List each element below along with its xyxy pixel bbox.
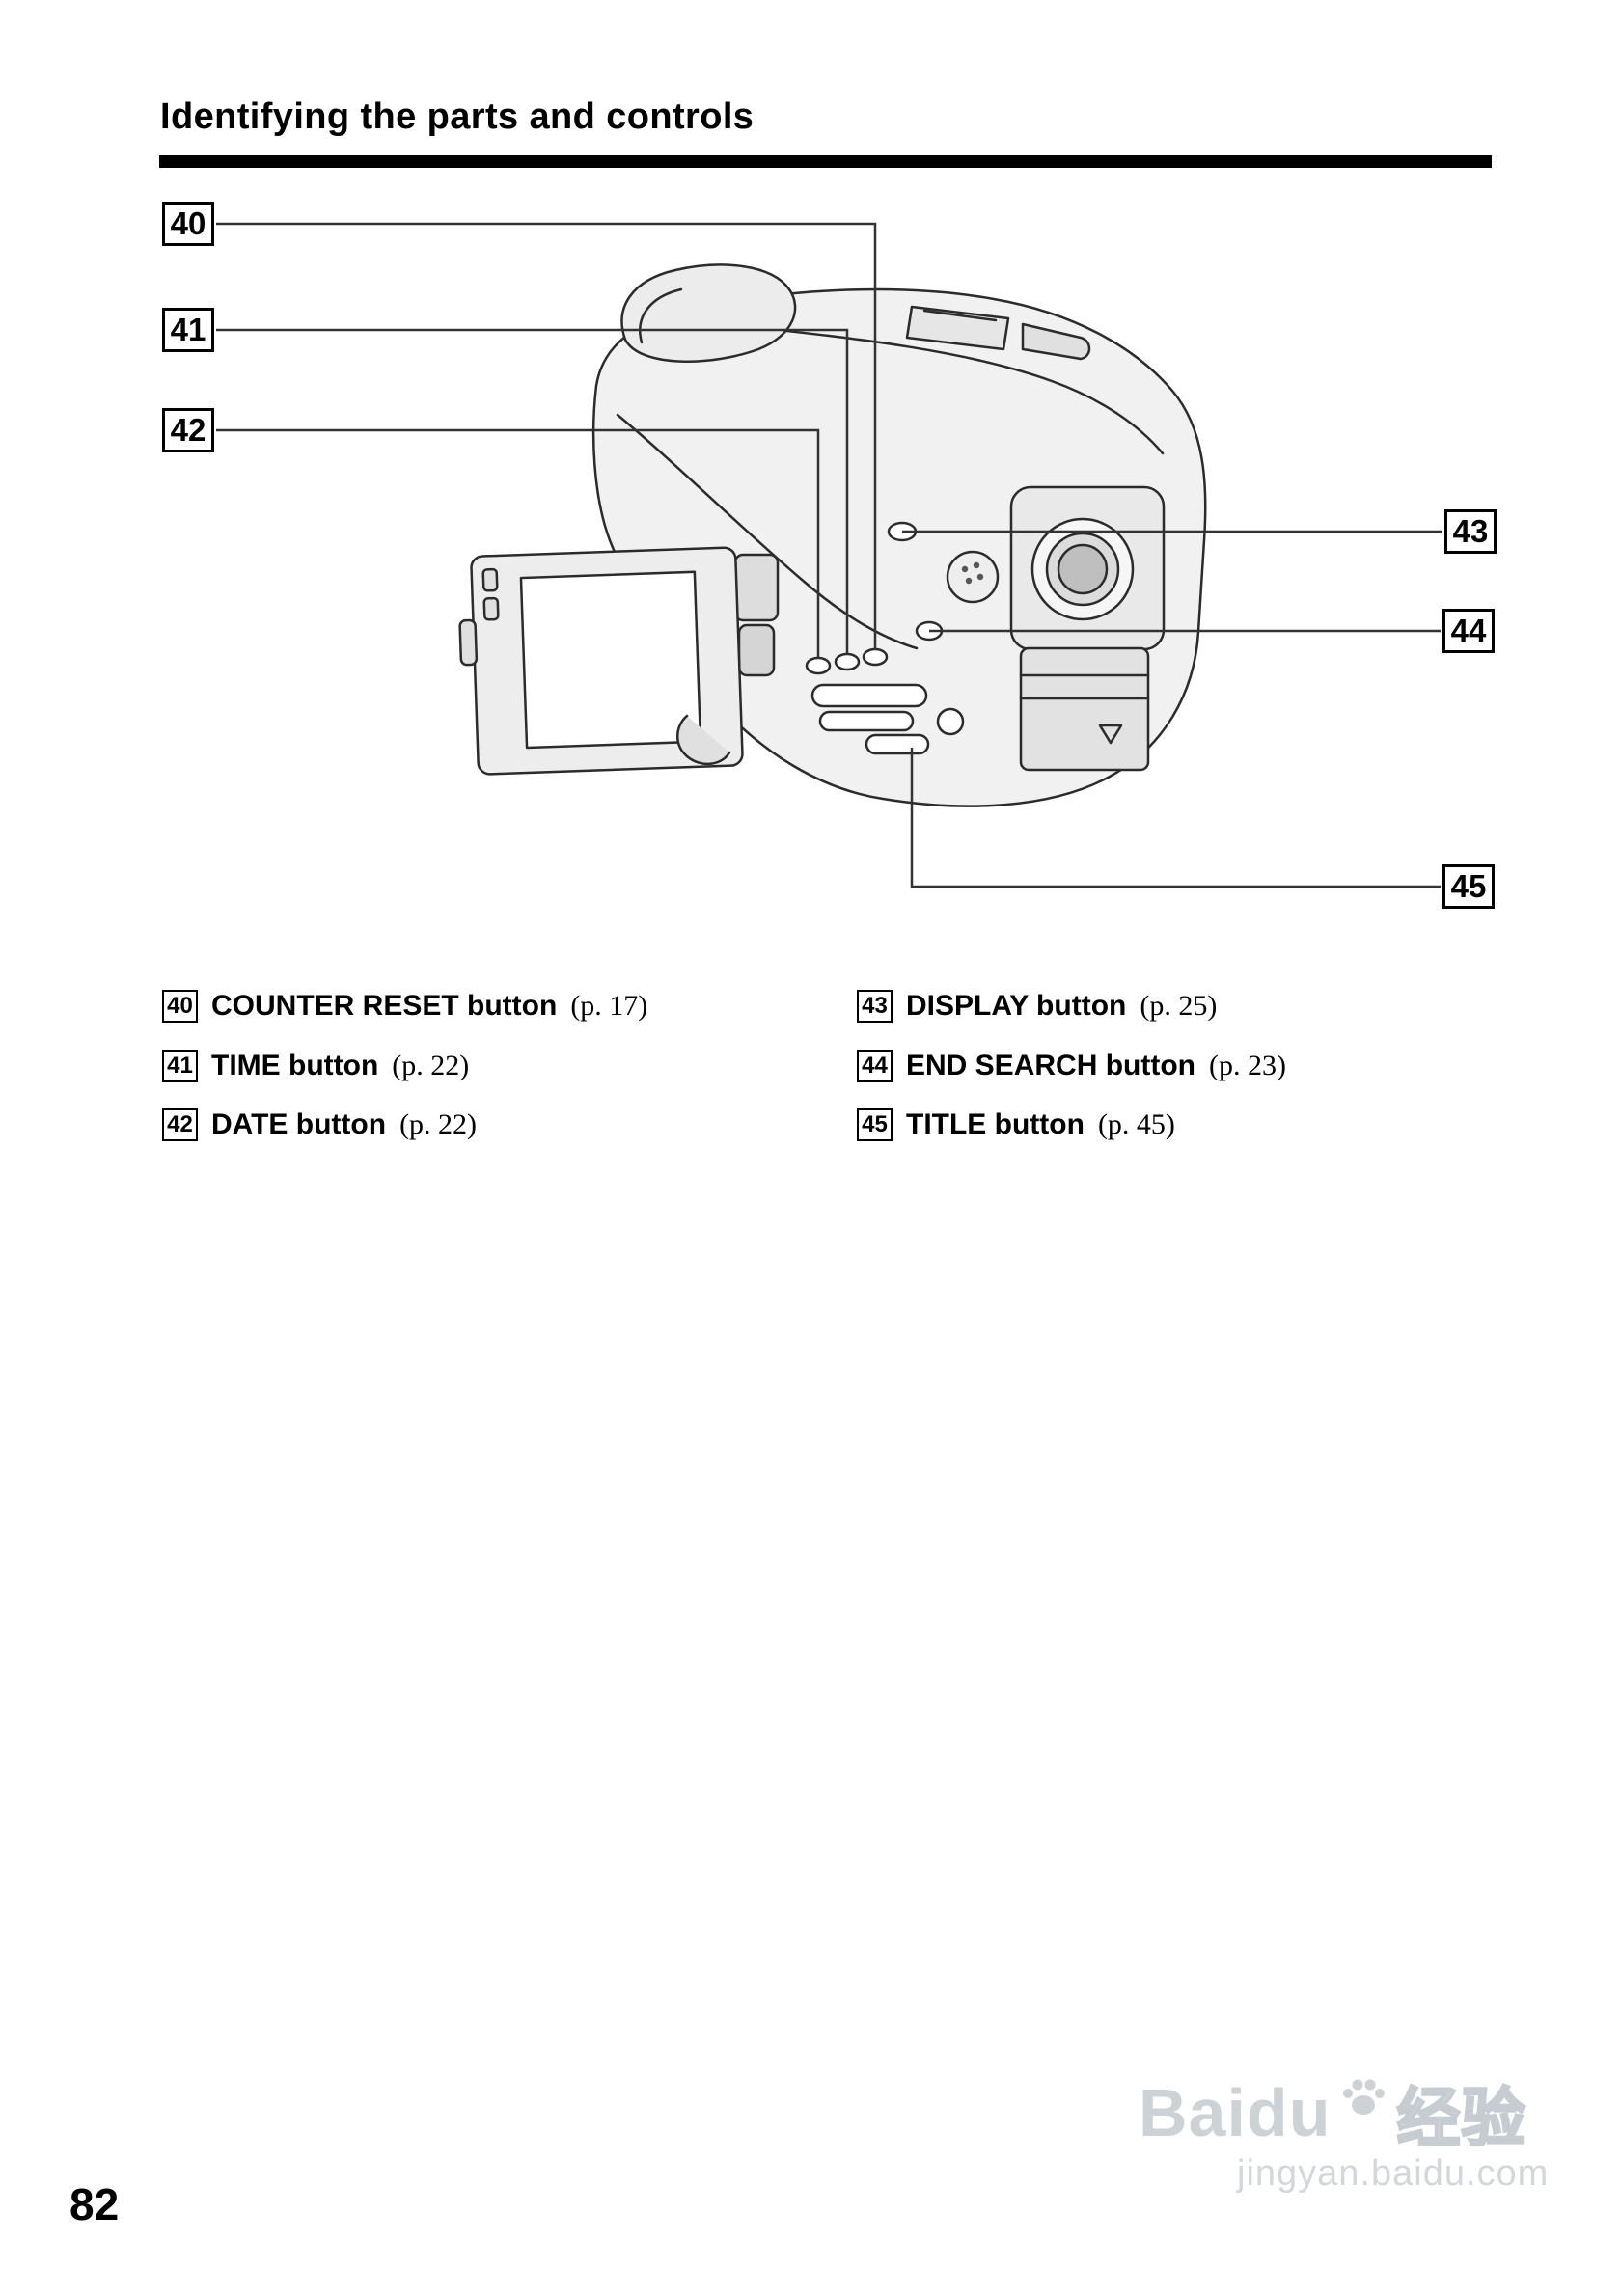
legend-number-box: 41 bbox=[162, 1050, 198, 1082]
page-number: 82 bbox=[69, 2179, 120, 2229]
legend-item-name: DATE button bbox=[211, 1108, 387, 1140]
watermark-brand-text: Baidu bbox=[1139, 2075, 1332, 2150]
legend-item-name: DISPLAY button bbox=[906, 990, 1127, 1022]
legend-item-name: TITLE button bbox=[906, 1108, 1085, 1140]
legend-number-box: 43 bbox=[857, 990, 893, 1023]
legend-item-page-ref: (p. 23) bbox=[1208, 1050, 1286, 1081]
legend-item-page-ref: (p. 22) bbox=[399, 1108, 478, 1140]
legend-number-box: 45 bbox=[857, 1108, 893, 1141]
legend-item-title-button: 45 TITLE button (p. 45) bbox=[857, 1108, 1175, 1141]
legend-item-end-search: 44 END SEARCH button (p. 23) bbox=[857, 1050, 1286, 1082]
legend-item-display: 43 DISPLAY button (p. 25) bbox=[857, 990, 1217, 1023]
legend-item-name: END SEARCH button bbox=[906, 1050, 1195, 1081]
title-rule bbox=[159, 155, 1492, 168]
callout-41: 41 bbox=[162, 308, 214, 352]
paw-icon bbox=[1338, 2061, 1388, 2138]
camcorder-illustration bbox=[458, 263, 1207, 807]
legend-item-page-ref: (p. 45) bbox=[1097, 1108, 1175, 1140]
legend-item-date: 42 DATE button (p. 22) bbox=[162, 1108, 477, 1141]
legend-number-box: 40 bbox=[162, 990, 198, 1023]
legend-item-page-ref: (p. 22) bbox=[392, 1050, 470, 1081]
legend-item-time: 41 TIME button (p. 22) bbox=[162, 1050, 469, 1082]
legend-item-page-ref: (p. 25) bbox=[1140, 990, 1218, 1022]
callout-44: 44 bbox=[1442, 609, 1495, 653]
callout-45: 45 bbox=[1442, 864, 1495, 909]
callout-42: 42 bbox=[162, 408, 214, 452]
legend-item-name: TIME button bbox=[211, 1050, 379, 1081]
legend-item-page-ref: (p. 17) bbox=[570, 990, 648, 1022]
legend-number-box: 44 bbox=[857, 1050, 893, 1082]
callout-40: 40 bbox=[162, 202, 214, 246]
legend-item-counter-reset: 40 COUNTER RESET button (p. 17) bbox=[162, 990, 647, 1023]
legend-number-box: 42 bbox=[162, 1108, 198, 1141]
watermark-brand-cn: 经验 bbox=[1395, 2081, 1526, 2155]
watermark-brand: Baidu 经验 bbox=[1139, 2066, 1526, 2159]
callout-leader-lines bbox=[216, 222, 1442, 888]
page-title: Identifying the parts and controls bbox=[160, 96, 755, 137]
watermark-url: jingyan.baidu.com bbox=[1237, 2153, 1550, 2194]
legend-item-name: COUNTER RESET button bbox=[211, 990, 558, 1022]
callout-43: 43 bbox=[1444, 509, 1497, 554]
